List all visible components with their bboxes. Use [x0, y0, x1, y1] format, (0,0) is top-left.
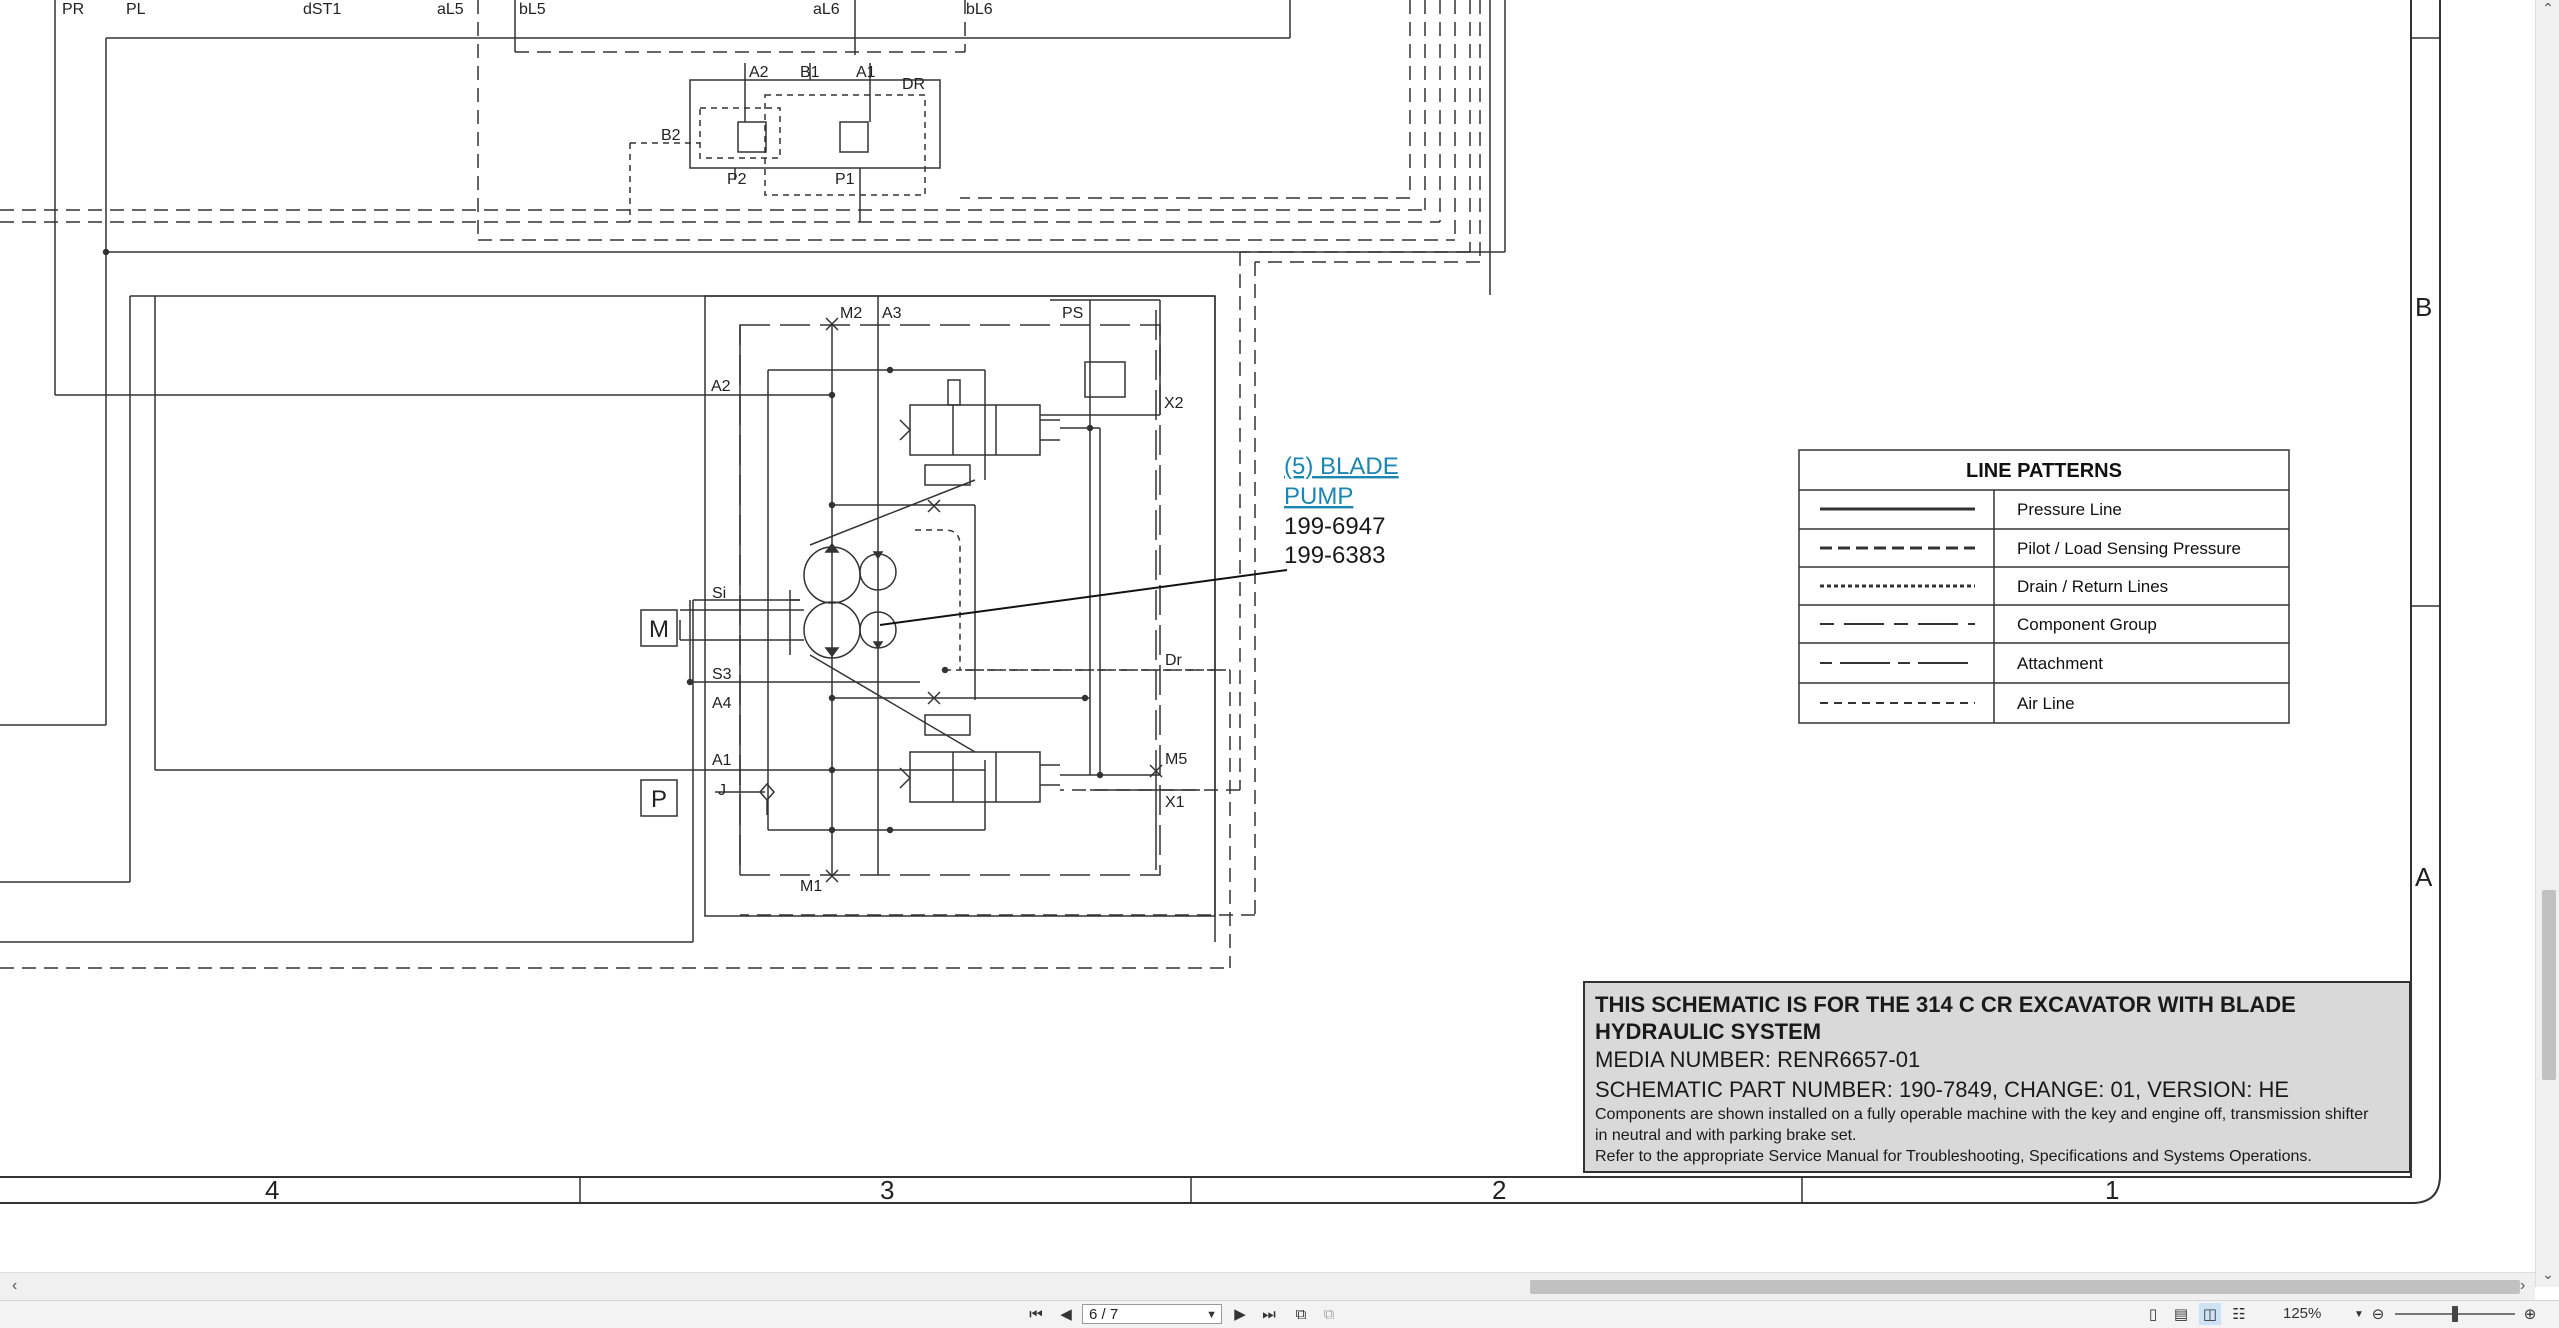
scroll-left-icon[interactable]: ‹ — [12, 1277, 18, 1294]
port-label-bl5: bL5 — [519, 1, 546, 18]
port-label-al5: aL5 — [437, 1, 464, 18]
next-page-icon[interactable]: ▶ — [1234, 1306, 1246, 1323]
title-block-note: Components are shown installed on a full… — [1595, 1106, 2369, 1123]
blade-pump-link-line2[interactable]: PUMP — [1284, 483, 1353, 510]
port-label-dst1: dST1 — [303, 1, 341, 18]
paste-icon[interactable]: ⧉ — [1323, 1305, 1335, 1323]
previous-page-icon[interactable]: ◀ — [1060, 1306, 1072, 1323]
zoom-value[interactable]: 125% — [2283, 1305, 2322, 1322]
title-block-heading-2: HYDRAULIC SYSTEM — [1595, 1019, 1822, 1044]
port-label-a1-top: A1 — [856, 64, 876, 81]
zone-letter-a: A — [2415, 862, 2433, 892]
port-label-j: J — [718, 782, 726, 799]
zone-number-3: 3 — [880, 1175, 894, 1205]
last-page-icon[interactable]: ⏭ — [1262, 1305, 1276, 1323]
port-label-s3: S3 — [712, 666, 732, 683]
pump-symbol: P — [651, 786, 667, 813]
scroll-right-icon[interactable]: › — [2520, 1277, 2526, 1294]
part-number-1: 199-6947 — [1284, 513, 1385, 540]
first-page-icon[interactable]: ⏮ — [1029, 1305, 1043, 1323]
legend-row-label: Drain / Return Lines — [2017, 577, 2168, 596]
schematic-part-number: SCHEMATIC PART NUMBER: 190-7849, CHANGE:… — [1595, 1077, 2290, 1102]
zoom-out-icon[interactable]: ⊖ — [2371, 1306, 2385, 1323]
legend-row-label: Attachment — [2017, 654, 2103, 673]
port-label-m1: M1 — [800, 878, 822, 895]
zone-letter-b: B — [2415, 292, 2432, 322]
motor-symbol: M — [649, 616, 669, 643]
vertical-scrollbar[interactable]: ⌃ ⌄ — [2535, 0, 2559, 1287]
port-label-ps: PS — [1062, 305, 1083, 322]
port-label-a2-top: A2 — [749, 64, 769, 81]
port-label-al6: aL6 — [813, 1, 840, 18]
port-label-pl: PL — [126, 1, 146, 18]
page-select[interactable]: 6 / 7 ▼ — [1082, 1304, 1222, 1324]
scroll-view-icon[interactable]: ☷ — [2232, 1306, 2246, 1323]
horizontal-scrollbar[interactable]: ‹ › — [0, 1272, 2535, 1301]
scroll-down-icon[interactable]: ⌄ — [2542, 1266, 2554, 1282]
single-page-view-icon[interactable]: ▯ — [2148, 1306, 2158, 1323]
zone-number-2: 2 — [1492, 1175, 1506, 1205]
port-label-b1: B1 — [800, 64, 820, 81]
scroll-up-icon[interactable]: ⌃ — [2542, 0, 2554, 16]
port-label-bl6: bL6 — [966, 1, 993, 18]
port-label-p1: P1 — [835, 171, 855, 188]
document-viewport[interactable]: PR PL dST1 aL5 bL5 aL6 bL6 A2 B1 A1 DR B… — [0, 0, 2535, 1272]
horizontal-scroll-thumb[interactable] — [1530, 1280, 2520, 1294]
port-label-a1: A1 — [712, 752, 732, 769]
zone-number-1: 1 — [2105, 1175, 2119, 1205]
port-label-pr: PR — [62, 1, 84, 18]
port-label-dr-top: DR — [902, 76, 925, 93]
title-block-note: Refer to the appropriate Service Manual … — [1595, 1148, 2312, 1165]
legend-title: LINE PATTERNS — [1966, 460, 2122, 482]
media-number: MEDIA NUMBER: RENR6657-01 — [1595, 1047, 1921, 1072]
hydraulic-schematic: PR PL dST1 aL5 bL5 aL6 bL6 A2 B1 A1 DR B… — [0, 0, 2441, 1205]
title-block: THIS SCHEMATIC IS FOR THE 314 C CR EXCAV… — [1583, 981, 2411, 1173]
page-navigation-toolbar: ⏮ ◀ 6 / 7 ▼ ▶ ⏭ ⧉ ⧉ ▯ ▤ ◫ ☷ 125% ▼ ⊖ ⊕ — [0, 1300, 2559, 1328]
port-label-x2: X2 — [1164, 395, 1184, 412]
copy-icon[interactable]: ⧉ — [1295, 1305, 1307, 1323]
port-label-x1: X1 — [1165, 794, 1185, 811]
port-label-si: Si — [712, 585, 726, 602]
zoom-dropdown-icon[interactable]: ▼ — [2354, 1308, 2364, 1320]
zoom-in-icon[interactable]: ⊕ — [2523, 1306, 2537, 1323]
port-label-a4: A4 — [712, 695, 732, 712]
blade-pump-link[interactable]: (5) BLADE — [1284, 453, 1399, 480]
title-block-note: in neutral and with parking brake set. — [1595, 1127, 1857, 1144]
legend-row-label: Air Line — [2017, 694, 2075, 713]
port-label-b2: B2 — [661, 127, 681, 144]
legend-row-label: Pressure Line — [2017, 500, 2122, 519]
legend-row-label: Component Group — [2017, 615, 2157, 634]
vertical-scroll-thumb[interactable] — [2542, 890, 2556, 1080]
page-select-value: 6 / 7 — [1089, 1306, 1119, 1323]
zoom-slider-handle[interactable] — [2452, 1306, 2458, 1322]
chevron-down-icon: ▼ — [1206, 1309, 1217, 1321]
title-block-heading: THIS SCHEMATIC IS FOR THE 314 C CR EXCAV… — [1595, 992, 2296, 1017]
port-label-m2: M2 — [840, 305, 862, 322]
legend-row-label: Pilot / Load Sensing Pressure — [2017, 539, 2241, 558]
part-number-2: 199-6383 — [1284, 542, 1385, 569]
zone-number-4: 4 — [265, 1175, 279, 1205]
continuous-view-icon[interactable]: ▤ — [2173, 1306, 2189, 1323]
port-label-m5: M5 — [1165, 751, 1187, 768]
port-label-dr: Dr — [1165, 652, 1183, 669]
port-label-p2: P2 — [727, 171, 747, 188]
two-page-view-icon[interactable]: ◫ — [2199, 1303, 2221, 1325]
port-label-a3: A3 — [882, 305, 902, 322]
port-label-a2: A2 — [711, 378, 731, 395]
zoom-slider[interactable] — [2395, 1306, 2515, 1322]
